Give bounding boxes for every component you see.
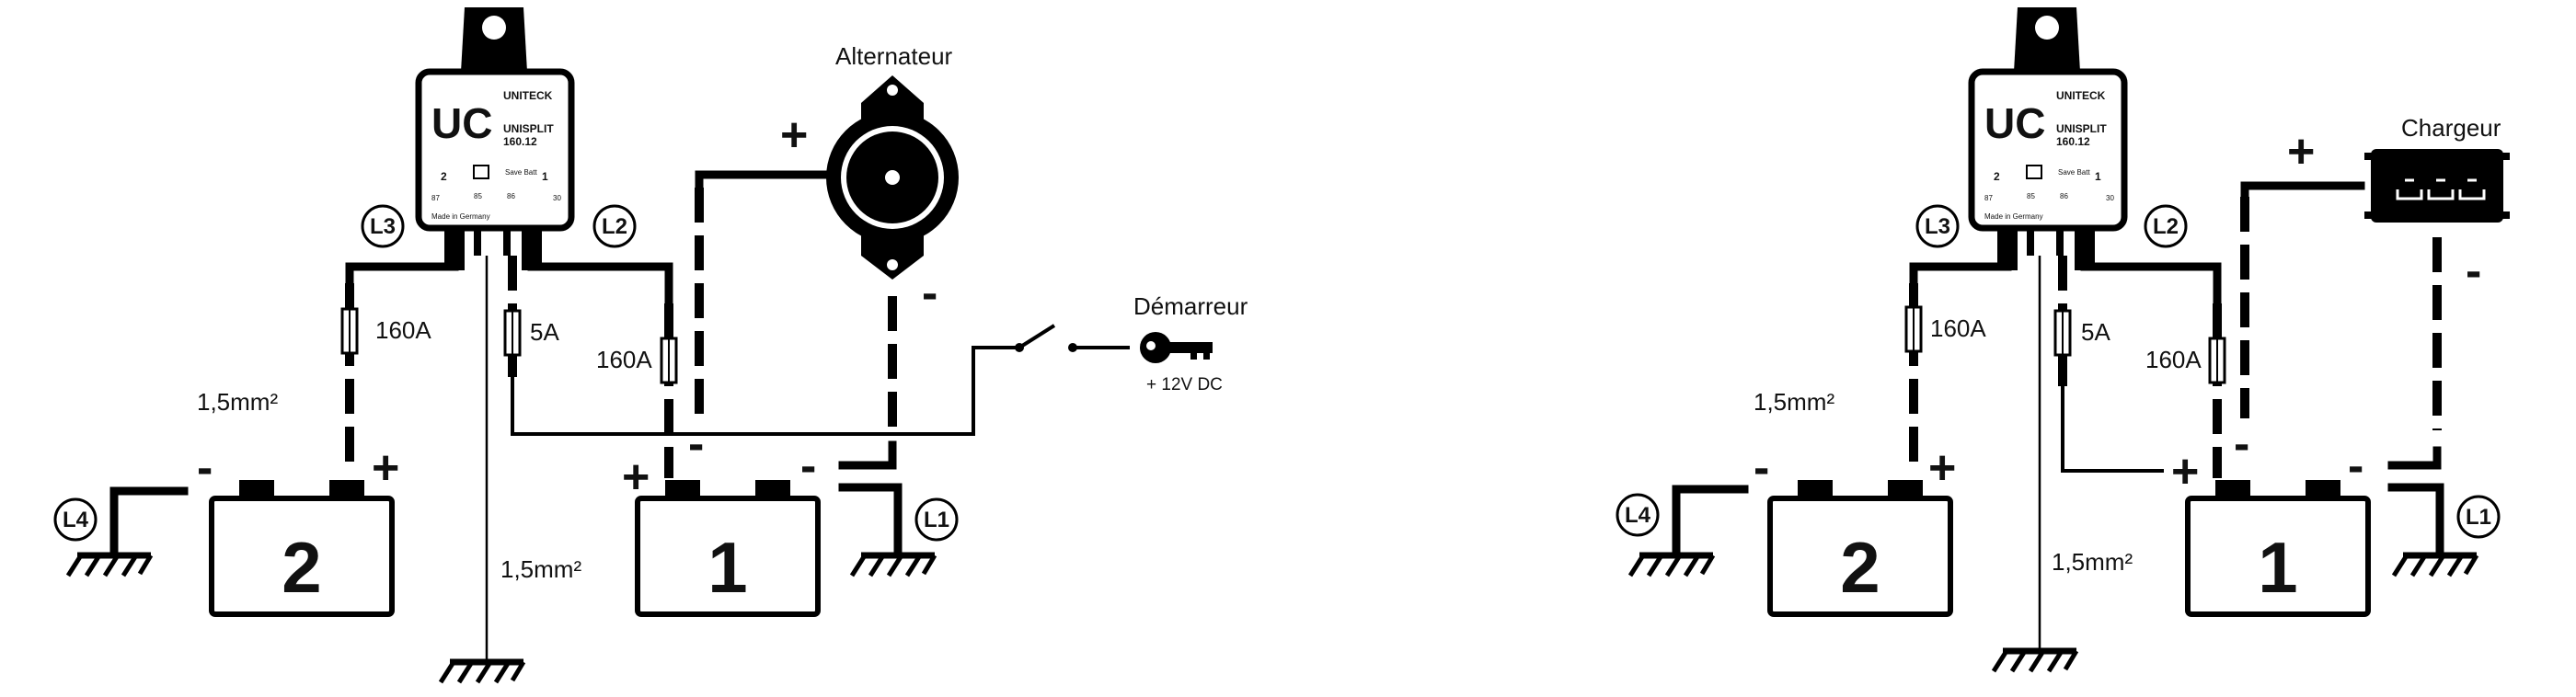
battery-2-number: 2 xyxy=(282,527,321,608)
device-pin-85: 85 xyxy=(474,192,482,200)
connection-label-L3: L3 xyxy=(361,204,405,248)
charger-minus: - xyxy=(2466,245,2481,298)
battery-1-minus-right: - xyxy=(2348,440,2363,493)
battery-2-plus: + xyxy=(372,441,399,495)
device-terminal-2: 2 xyxy=(441,170,447,183)
fuse-label-160a-r2: 160A xyxy=(2145,346,2202,373)
device-model: UNISPLIT xyxy=(503,122,554,135)
wire-section-label-device-right: 1,5mm² xyxy=(2052,548,2133,576)
alternator-symbol xyxy=(826,75,959,280)
connection-label-L2: L2 xyxy=(592,204,637,248)
device-pin-86: 86 xyxy=(507,192,515,200)
device-save-batt: Save Batt xyxy=(505,168,537,177)
device-pin-85-right: 85 xyxy=(2027,192,2035,200)
device-pin-87: 87 xyxy=(431,194,440,202)
connection-label-L1: L1 xyxy=(914,497,959,542)
device-terminal-2-right: 2 xyxy=(1994,170,2000,183)
svg-text:L2: L2 xyxy=(602,214,627,239)
starter-label: Démarreur xyxy=(1133,292,1248,320)
battery-2: 2 xyxy=(212,480,392,614)
svg-text:L4: L4 xyxy=(63,508,89,532)
connection-label-L1-right: L1 xyxy=(2456,495,2501,539)
device-logo-right: UC xyxy=(1984,99,2045,147)
device-save-batt-right: Save Batt xyxy=(2058,168,2090,177)
battery-1: 1 xyxy=(638,480,818,614)
battery-1-plus: + xyxy=(622,451,650,504)
device-made-in: Made in Germany xyxy=(431,212,490,221)
fuse-160a-left xyxy=(340,307,359,355)
device-pin-87-right: 87 xyxy=(1984,194,1993,202)
ground-symbol-device-right xyxy=(1994,651,2076,671)
fuse-160a-left-right xyxy=(1904,305,1923,353)
device-terminal-1-right: 1 xyxy=(2095,170,2101,183)
charger-label: Chargeur xyxy=(2401,114,2501,142)
charger-symbol xyxy=(2364,149,2510,223)
battery-1-minus: - xyxy=(800,440,816,493)
device-terminal-1: 1 xyxy=(542,170,548,183)
battery-2-minus-right: - xyxy=(1754,441,1769,495)
svg-text:L2: L2 xyxy=(2153,214,2179,239)
alternator-label: Alternateur xyxy=(835,42,953,70)
svg-text:L1: L1 xyxy=(924,508,949,532)
battery-2-plus-right: + xyxy=(1928,441,1956,495)
fuse-5a xyxy=(503,309,522,357)
svg-text:L4: L4 xyxy=(1625,503,1651,528)
device-brand: UNITECK xyxy=(503,89,553,102)
wire-section-label-battery-2: 1,5mm² xyxy=(197,388,278,416)
unisplit-device: UC UNITECK UNISPLIT 160.12 2 Save Batt 1… xyxy=(415,7,575,270)
battery-1-wire-minus-right: - xyxy=(2234,417,2249,471)
battery-1-plus-right: + xyxy=(2171,445,2199,498)
connection-label-L2-right: L2 xyxy=(2144,204,2188,248)
battery-2-minus: - xyxy=(197,441,213,495)
device-model-right: UNISPLIT xyxy=(2056,122,2107,135)
fuse-label-160a-right: 160A xyxy=(596,346,652,373)
battery-1-right: 1 xyxy=(2188,480,2368,614)
fuse-label-5a: 5A xyxy=(530,318,559,346)
unisplit-device-right: UC UNITECK UNISPLIT 160.12 2 Save Batt 1… xyxy=(1968,7,2128,270)
charger-plus: + xyxy=(2287,125,2315,178)
battery-2-right: 2 xyxy=(1770,480,1950,614)
key-icon xyxy=(1140,332,1213,363)
left-diagram: UC UNITECK UNISPLIT 160.12 2 Save Batt 1… xyxy=(53,7,1248,682)
fuse-label-5a-right: 5A xyxy=(2081,318,2110,346)
ground-symbol-battery-2-right xyxy=(1630,555,1713,576)
wire-section-label-battery-2-right: 1,5mm² xyxy=(1754,388,1834,416)
alternator-plus: + xyxy=(780,109,808,162)
battery-1-number: 1 xyxy=(707,527,747,608)
device-rating: 160.12 xyxy=(503,135,537,148)
fuse-5a-right xyxy=(2053,309,2072,357)
battery-2-number-right: 2 xyxy=(1840,527,1880,608)
right-diagram: UC UNITECK UNISPLIT 160.12 2 Save Batt 1… xyxy=(1616,7,2510,671)
fuse-160a-right xyxy=(660,337,678,384)
alternator-minus: - xyxy=(922,267,937,320)
fuse-160a-right-right xyxy=(2208,337,2226,384)
device-pin-30: 30 xyxy=(553,194,561,202)
device-rating-right: 160.12 xyxy=(2056,135,2090,148)
connection-label-L4-right: L4 xyxy=(1616,493,1660,537)
ground-symbol-battery-2 xyxy=(68,555,151,576)
connection-label-L4: L4 xyxy=(53,497,98,542)
wire-section-label-device: 1,5mm² xyxy=(500,555,581,583)
device-pin-30-right: 30 xyxy=(2106,194,2114,202)
starter-supply-label: + 12V DC xyxy=(1146,375,1223,394)
ground-symbol-battery-1 xyxy=(852,555,935,576)
svg-text:L3: L3 xyxy=(370,214,396,239)
svg-text:L3: L3 xyxy=(1925,214,1950,239)
svg-text:L1: L1 xyxy=(2466,505,2491,530)
device-brand-right: UNITECK xyxy=(2056,89,2106,102)
connection-label-L3-right: L3 xyxy=(1915,204,1960,248)
ground-symbol-battery-1-right xyxy=(2394,555,2477,576)
fuse-label-160a: 160A xyxy=(375,316,431,344)
battery-1-number-right: 1 xyxy=(2258,527,2297,608)
ground-symbol-device xyxy=(441,662,523,682)
battery-1-wire-minus: - xyxy=(688,417,704,471)
fuse-label-160a-r1: 160A xyxy=(1930,314,1986,342)
device-pin-86-right: 86 xyxy=(2060,192,2068,200)
device-logo: UC xyxy=(431,99,492,147)
device-made-in-right: Made in Germany xyxy=(1984,212,2043,221)
